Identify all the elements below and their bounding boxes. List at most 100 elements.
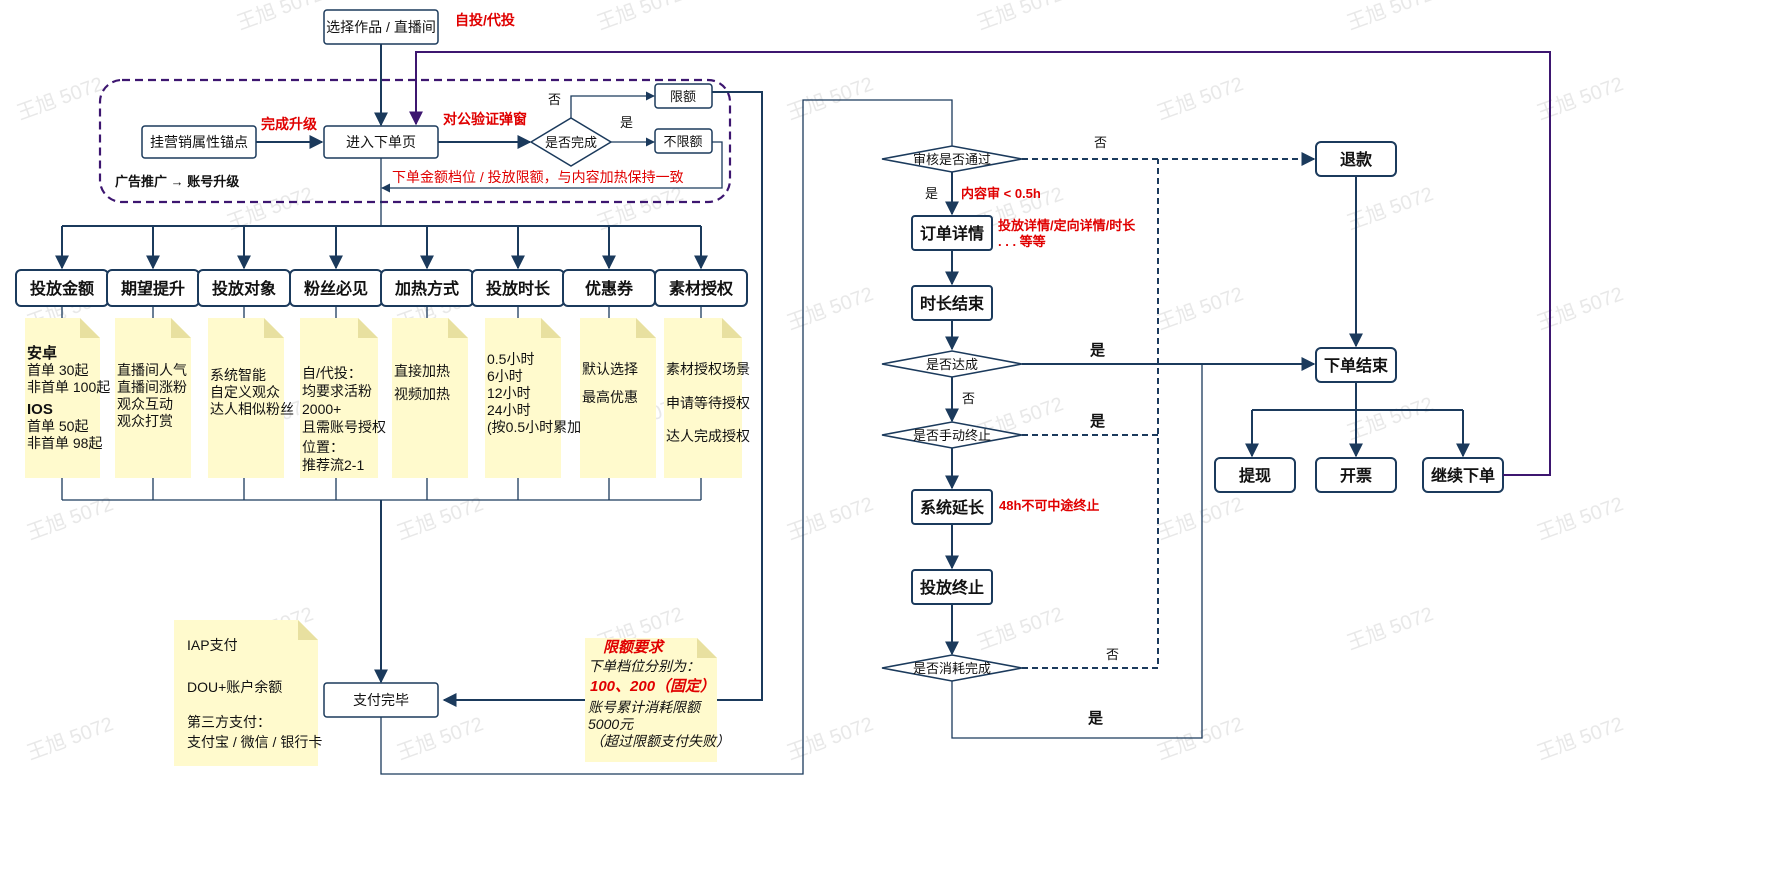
time-end-label: 时长结束: [920, 294, 985, 313]
third-party-options: 支付宝 / 微信 / 银行卡: [187, 734, 322, 750]
category-label: 素材授权: [669, 279, 734, 298]
watermark-text: 王旭 5072: [784, 282, 876, 334]
consumed-label: 是否消耗完成: [913, 661, 991, 676]
payment-section: IAP支付 DOU+账户余额 第三方支付： 支付宝 / 微信 / 银行卡 支付完…: [174, 99, 953, 775]
self-proxy-label: 自投/代投: [455, 12, 515, 28]
consumed-yes-line: [951, 364, 1203, 739]
system-extend-label: 系统延长: [920, 498, 985, 517]
category-row: 投放金额期望提升投放对象粉丝必见加热方式投放时长优惠券素材授权: [15, 158, 748, 684]
note-target-line: 达人相似粉丝: [210, 401, 294, 417]
review-yes-label: 是: [925, 186, 938, 201]
third-party-pay: 第三方支付：: [187, 714, 271, 730]
withdraw-node[interactable]: [1214, 457, 1296, 493]
category-label: 投放时长: [486, 279, 551, 298]
watermark-text: 王旭 5072: [1344, 602, 1436, 654]
android-first: 首单 30起: [27, 362, 88, 378]
watermark-text: 王旭 5072: [234, 0, 326, 35]
payment-to-review-line: [380, 99, 953, 775]
ios-label: IOS: [27, 401, 53, 418]
watermark-text: 王旭 5072: [974, 0, 1066, 35]
limit-line4: 5000元: [588, 716, 634, 732]
stop-label: 投放终止: [920, 578, 984, 597]
ad-promotion-label: 广告推广 → 账号升级: [115, 174, 240, 189]
note-fans-line: 位置：: [302, 439, 344, 455]
arrow-unlimited-loop: [381, 141, 723, 193]
limit-requirement-note: 限额要求 下单档位分别为： 100、200（固定） 账号累计消耗限额 5000元…: [585, 638, 730, 762]
limit-title: 限额要求: [603, 639, 665, 656]
unlimited-label: 不限额: [663, 134, 702, 149]
note-expect-line: 观众互动: [117, 396, 173, 412]
limit-line2: 100、200（固定）: [590, 677, 715, 695]
achieved-yes-label: 是: [1089, 342, 1106, 359]
watermark-text: 王旭 5072: [784, 72, 876, 124]
category-label: 投放金额: [30, 279, 94, 298]
arrow-to-limited: [570, 91, 655, 118]
note-duration-line: 12小时: [487, 385, 531, 401]
category-label: 投放对象: [212, 279, 276, 298]
watermark-text: 王旭 5072: [784, 492, 876, 544]
limited-label: 限额: [670, 89, 696, 104]
invoice-node[interactable]: [1315, 457, 1397, 493]
arrow-continue-loop: [409, 51, 1551, 476]
limited-node[interactable]: [654, 83, 713, 109]
limit-line5: （超过限额支付失败）: [590, 733, 730, 749]
is-done-label: 是否完成: [545, 135, 597, 150]
select-work-label: 选择作品 / 直播间: [326, 19, 436, 35]
watermark-text: 王旭 5072: [1344, 182, 1436, 234]
note-duration-line: 0.5小时: [487, 351, 534, 367]
note-fans-line: 2000+: [302, 401, 341, 417]
order-page-label: 进入下单页: [346, 134, 416, 150]
note-fans-line: 自/代投：: [302, 365, 362, 381]
continue-label: 继续下单: [1431, 466, 1495, 485]
note-coupon-line: 最高优惠: [582, 389, 638, 405]
unlimited-node[interactable]: [654, 128, 713, 154]
payment-done-label: 支付完毕: [353, 692, 409, 708]
note-material-line: 素材授权场景: [666, 361, 750, 377]
achieved-no-label: 否: [962, 391, 975, 406]
category-label: 加热方式: [394, 279, 459, 298]
yes-label: 是: [620, 115, 633, 130]
manual-stop-label: 是否手动终止: [913, 428, 991, 443]
consumed-yes-label: 是: [1087, 710, 1104, 727]
invoice-label: 开票: [1340, 467, 1372, 485]
category-label: 优惠券: [585, 279, 634, 298]
detail-note-2: . . . 等等: [998, 234, 1046, 249]
review-time-label: 内容审 < 0.5h: [961, 186, 1041, 201]
note-fans-line: 推荐流2-1: [302, 457, 364, 473]
note-expect-line: 直播间涨粉: [117, 379, 187, 395]
category-label: 粉丝必见: [304, 279, 368, 298]
watermark-text: 王旭 5072: [784, 712, 876, 764]
watermark-text: 王旭 5072: [394, 712, 486, 764]
android-other: 非首单 100起: [27, 379, 110, 395]
ios-other: 非首单 98起: [27, 435, 102, 451]
note-fans-line: 且需账号授权: [302, 419, 386, 435]
note-material-line: 申请等待授权: [666, 395, 750, 411]
watermark-text: 王旭 5072: [14, 72, 106, 124]
anchor-label: 挂营销属性锚点: [150, 134, 248, 150]
order-detail-label: 订单详情: [920, 224, 984, 243]
dou-balance: DOU+账户余额: [187, 679, 282, 695]
watermark-text: 王旭 5072: [1534, 282, 1626, 334]
note-expect-line: 观众打赏: [117, 413, 173, 429]
watermark-text: 王旭 5072: [1154, 492, 1246, 544]
note-duration-line: 24小时: [487, 402, 531, 418]
note-expect-line: 直播间人气: [117, 362, 187, 378]
note-coupon-line: 默认选择: [582, 361, 638, 377]
watermark-text: 王旭 5072: [594, 0, 686, 35]
right-flow: 审核是否通过 否 是 内容审 < 0.5h 订单详情 投放详情/定向详情/时长 …: [409, 51, 1551, 739]
watermark-text: 王旭 5072: [1534, 72, 1626, 124]
note-material-line: 达人完成授权: [666, 428, 750, 444]
note-duration-line: 6小时: [487, 368, 523, 384]
note-duration-line: (按0.5小时累加): [487, 419, 586, 435]
review-label: 审核是否通过: [913, 152, 991, 167]
consumed-no-label: 否: [1106, 647, 1119, 662]
no-label: 否: [548, 92, 561, 107]
limit-line1: 下单档位分别为：: [588, 658, 700, 674]
note-target-line: 系统智能: [210, 367, 266, 383]
